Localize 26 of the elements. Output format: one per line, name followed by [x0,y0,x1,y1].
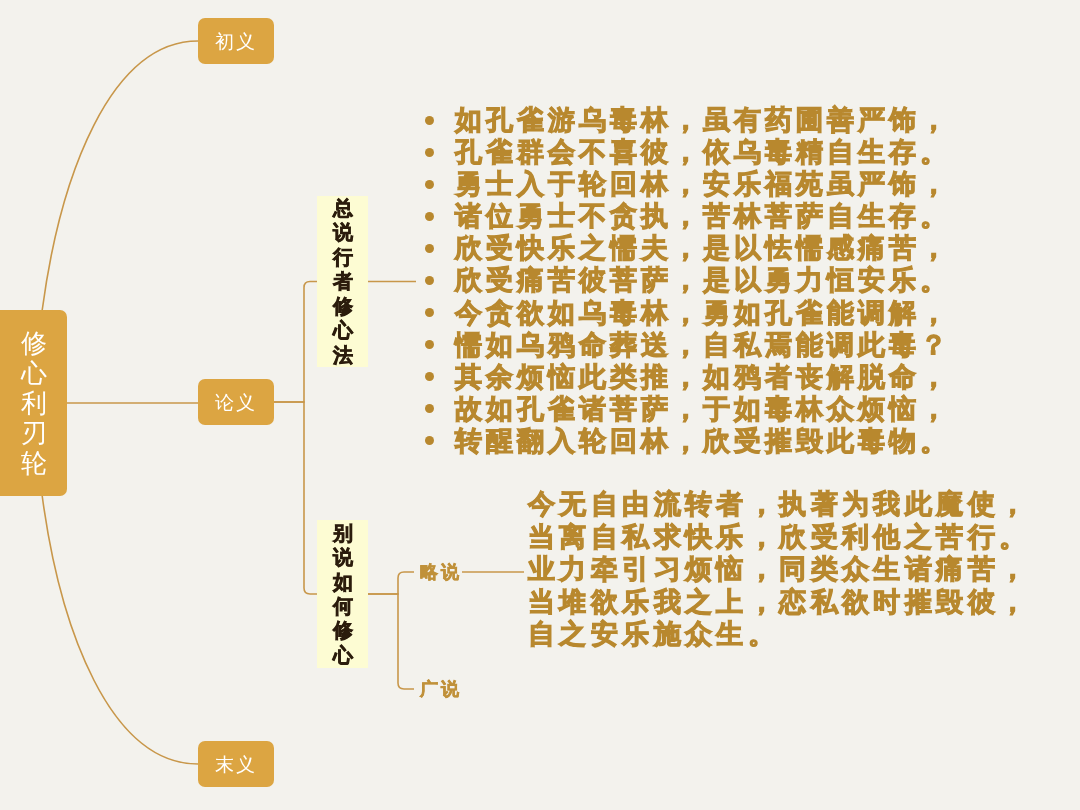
verse-line: 懦如乌鸦命葬送，自私焉能调此毒？ [455,328,951,361]
verse-line: 欣受快乐之懦夫，是以怯懦感痛苦， [455,232,951,265]
verse-line: 转醒翻入轮回林，欣受摧毁此毒物。 [455,424,951,458]
subtopic-box: 别说如何修心 [317,520,368,668]
branch-line [66,402,199,404]
verse-line: 故如孔雀诸菩萨，于如毒林众烦恼， [455,392,951,425]
branch-line [367,280,417,283]
branch-line [41,495,199,765]
topic-box: 末义 [198,741,274,787]
verse-line: 其余烦恼此类推，如鸦者丧解脱命， [455,360,951,393]
verse-line: 今贪欲如乌毒林，勇如孔雀能调解， [455,296,951,329]
verse-line: 诸位勇士不贪执，苦林菩萨自生存。 [455,200,951,233]
verse-line: 孔雀群会不喜彼，依乌毒精自生存。 [455,136,951,169]
branch-line [41,40,199,311]
subtopic-box: 总说行者修心法 [317,196,368,367]
verse-line: 如孔雀游乌毒林，虽有药圃善严饰， [455,104,951,137]
verse-line: 勇士入于轮回林，安乐福苑虽严饰， [455,168,951,201]
branch-label: 略说 [414,561,462,583]
branch-line [461,571,525,573]
branch-line [367,593,415,690]
branch-label: 广说 [414,678,462,700]
verse-paragraph: 今无自由流转者，执著为我此魔使，当离自私求快乐，欣受利他之苦行。业力牵引习烦恼，同类众生诸痛苦，当堆欲乐我之上，恋私欲时摧毁彼，自之安乐施众生。 [524,488,1044,651]
topic-box: 初义 [198,18,274,64]
verse-line: 欣受痛苦彼菩萨，是以勇力恒安乐。 [455,264,951,297]
topic-box: 论义 [198,379,274,425]
root-topic-box: 修心利刃轮 [0,310,67,496]
